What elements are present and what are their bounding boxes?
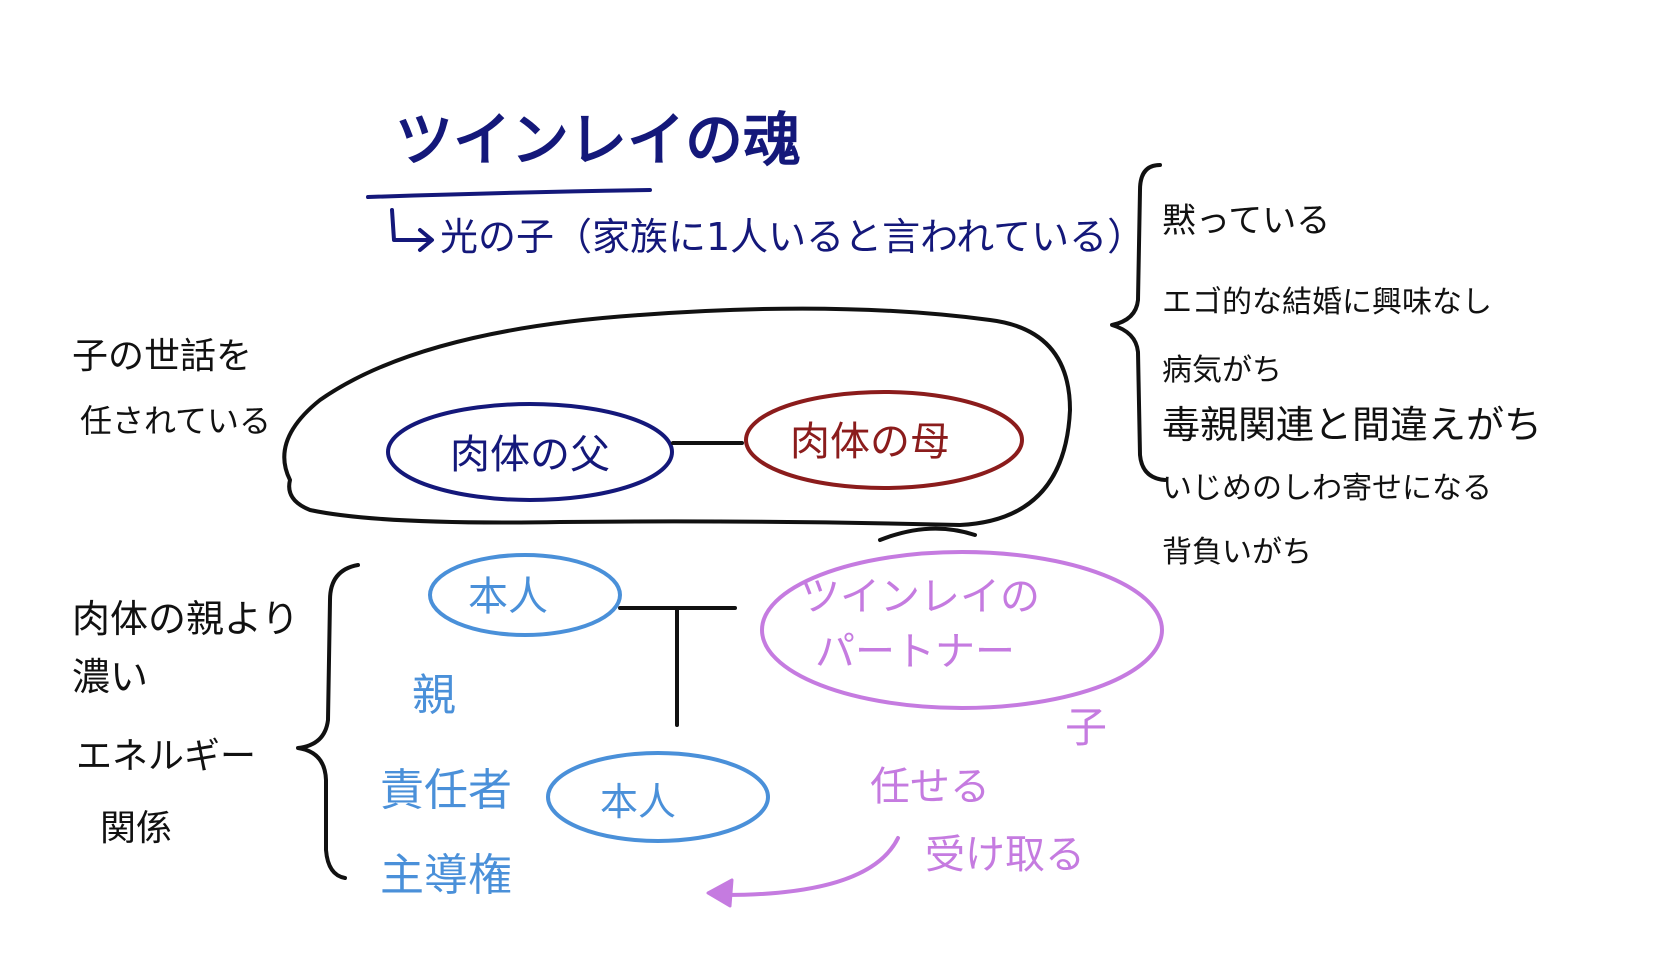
self-bottom-node <box>546 751 770 843</box>
trait-item: エゴ的な結婚に興味なし <box>1162 285 1492 320</box>
role-item: 親 <box>412 670 456 721</box>
child-label: 子 <box>1065 703 1107 752</box>
self-top-node <box>428 553 622 637</box>
diagram-title: ツインレイの魂 <box>395 106 801 174</box>
partner-node <box>760 550 1164 710</box>
trait-item: 毒親関連と間違えがち <box>1162 403 1542 447</box>
self-top-label: 本人 <box>468 574 548 620</box>
left-bottom-note-line2: 濃い <box>72 655 148 699</box>
partner-label-line1: ツインレイの <box>800 574 1040 620</box>
trait-item: 病気がち <box>1162 353 1282 388</box>
receive-label: 受け取る <box>925 832 1085 878</box>
role-item: 責任者 <box>380 765 512 816</box>
father-node <box>386 402 674 502</box>
subtitle: 光の子（家族に1人いると言われている） <box>440 215 1145 259</box>
left-bottom-note-line4: 関係 <box>100 808 172 849</box>
receive-arrowhead-icon <box>706 878 734 908</box>
parents-outline-tail <box>878 526 977 542</box>
mother-label: 肉体の母 <box>790 419 950 465</box>
father-label: 肉体の父 <box>450 432 610 478</box>
subtitle-arrow-icon <box>390 208 434 252</box>
self-bottom-label: 本人 <box>600 780 676 824</box>
entrust-label: 任せる <box>870 764 990 810</box>
receive-arrow <box>723 836 900 897</box>
energy-bracket <box>296 563 360 880</box>
trait-item: いじめのしわ寄せになる <box>1162 471 1492 506</box>
mother-node <box>744 390 1024 490</box>
trait-item: 背負いがち <box>1162 535 1312 570</box>
traits-brace <box>1110 163 1167 482</box>
partner-label-line2: パートナー <box>815 629 1015 675</box>
trait-item: 黙っている <box>1162 201 1330 241</box>
parents-group-outline <box>282 306 1072 527</box>
role-item: 主導権 <box>380 850 512 901</box>
left-bottom-note-line1: 肉体の親より <box>72 597 299 641</box>
left-top-note-line1: 子の世話を <box>72 336 252 377</box>
left-bottom-note-line3: エネルギー <box>76 736 256 777</box>
traits-list: 黙っている エゴ的な結婚に興味なし 病気がち 毒親関連と間違えがち いじめのしわ… <box>1162 201 1542 570</box>
title-underline <box>366 188 652 199</box>
left-top-note-line2: 任されている <box>80 402 271 440</box>
